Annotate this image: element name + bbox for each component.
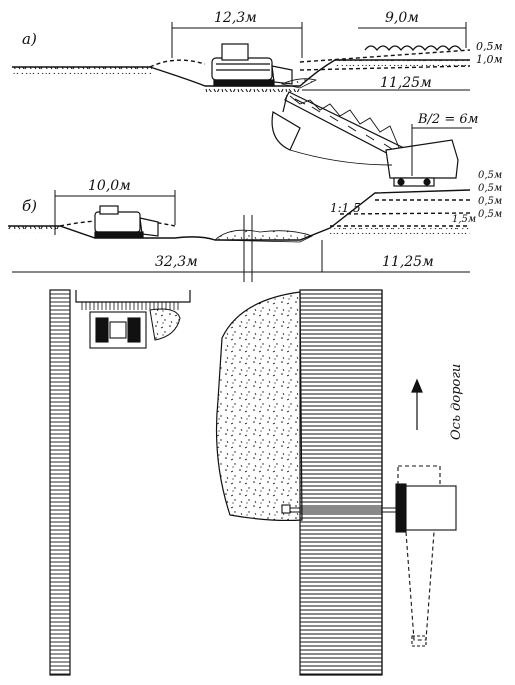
dragline-excavator	[271, 91, 459, 187]
layer-2-b: 0,5м	[478, 183, 502, 194]
plan-left-strip	[49, 289, 71, 676]
layer-1-b: 0,5м	[478, 170, 502, 181]
section-a: а) 12,3м 9,0м	[12, 10, 503, 92]
spoil-pile-b	[214, 229, 314, 243]
dim-spoil-a	[358, 22, 467, 48]
layer-mid-a: 1,0м	[476, 53, 503, 66]
section-b-label: б)	[22, 197, 37, 215]
plan-main-hatch	[300, 290, 382, 675]
dim-total-b	[12, 240, 470, 273]
road-axis-arrow	[411, 378, 423, 430]
dim-half-width	[411, 124, 472, 176]
dim-base-a-text: 11,25м	[380, 75, 432, 91]
plan-small-spoil	[149, 308, 181, 341]
spoil-mound-a	[364, 45, 462, 51]
dim-right-b-text: 11,25м	[382, 254, 434, 270]
layer-3-b: 0,5м	[478, 196, 502, 207]
bulldozer-b	[94, 205, 159, 238]
layer-top-a: 0,5м	[476, 40, 503, 53]
plan-spoil-blob	[215, 291, 303, 522]
plan-trench-hatch	[80, 302, 180, 310]
road-axis-label: Ось дороги	[449, 364, 464, 440]
dim-bulldozer-b-text: 10,0м	[88, 178, 131, 194]
layer-4-b: 0,5м	[478, 209, 502, 220]
ground-hatch-a-bottom	[205, 86, 300, 92]
dim-width-a-text: 12,3м	[214, 10, 257, 26]
section-b: б) 10,0м 1:1,5	[8, 170, 502, 282]
bulldozer-a	[211, 43, 293, 87]
plan-view: Ось дороги	[49, 289, 464, 676]
ground-hatch-b-left	[8, 226, 60, 233]
dim-width-a	[171, 22, 303, 58]
plan-bulldozer	[89, 311, 147, 349]
dim-half-width-text: В/2 = 6м	[417, 112, 478, 127]
depth-label-b: 1,5м	[452, 214, 476, 225]
pushed-soil-a	[280, 78, 318, 89]
dim-total-b-text: 32,3м	[155, 254, 198, 270]
ground-hatch-a-right	[335, 60, 470, 66]
plan-trench-top	[75, 290, 191, 303]
section-a-label: а)	[22, 30, 37, 48]
slope-label: 1:1,5	[330, 201, 361, 215]
ground-hatch-a-left	[12, 67, 152, 74]
plan-excavator	[281, 465, 457, 647]
break-lines-b	[243, 215, 253, 282]
dim-spoil-a-text: 9,0м	[385, 10, 419, 26]
ground-hatch-b-right	[330, 228, 470, 234]
